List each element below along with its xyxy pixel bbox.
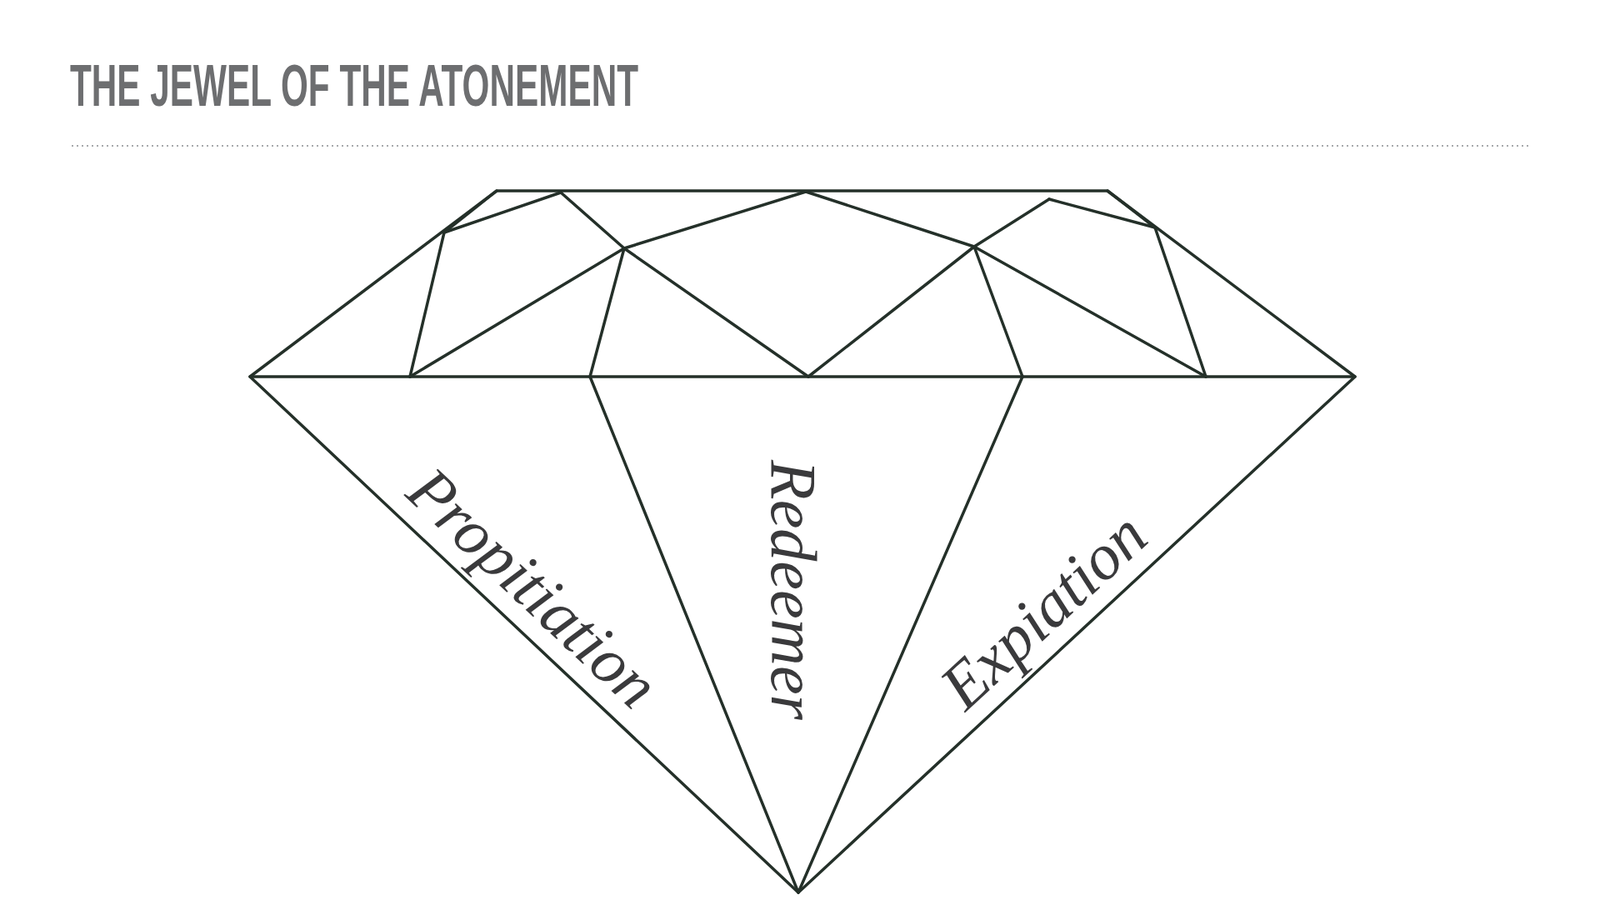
facet-label: Expiation bbox=[928, 500, 1159, 720]
facet-label: Propitiation bbox=[396, 455, 671, 720]
slide-title: THE JEWEL OF THE ATONEMENT bbox=[70, 56, 639, 115]
dotted-rule bbox=[71, 145, 1532, 147]
facet-label: Redeemer bbox=[760, 460, 826, 720]
diamond-outline bbox=[250, 190, 1355, 893]
